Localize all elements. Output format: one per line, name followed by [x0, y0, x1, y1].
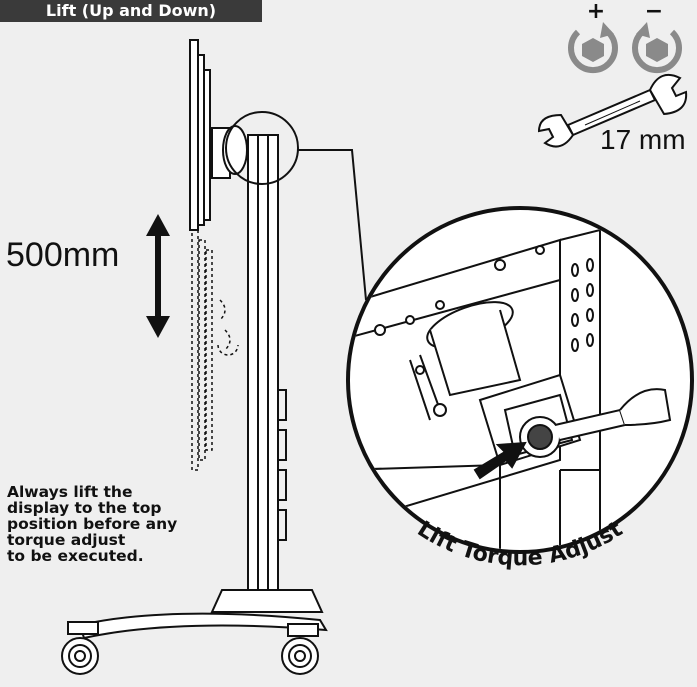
callout-line	[298, 149, 367, 301]
note-line: to be executed.	[7, 547, 144, 565]
note-line: position before any	[7, 515, 178, 533]
safety-note: Always lift the display to the top posit…	[7, 484, 177, 564]
note-line: Always lift the	[7, 483, 133, 501]
wrench-icon	[537, 74, 688, 148]
height-range-label: 500mm	[6, 236, 120, 274]
display-panel	[189, 39, 199, 231]
zoom-source-circle	[225, 111, 299, 185]
plus-sign: +	[587, 0, 605, 24]
zoom-detail-art	[350, 228, 672, 550]
note-line: torque adjust	[7, 531, 126, 549]
tv-stand	[61, 39, 328, 675]
minus-sign: −	[645, 0, 663, 24]
page-title: Lift (Up and Down)	[0, 0, 262, 22]
up-down-arrow	[146, 214, 170, 338]
note-line: display to the top	[7, 499, 162, 517]
stand-base	[210, 589, 324, 613]
lowered-display-outline	[191, 229, 239, 471]
rotation-minus-icon: −	[632, 0, 682, 74]
wrench-size-label: 17 mm	[600, 124, 686, 155]
rotation-plus-icon: +	[568, 0, 618, 74]
